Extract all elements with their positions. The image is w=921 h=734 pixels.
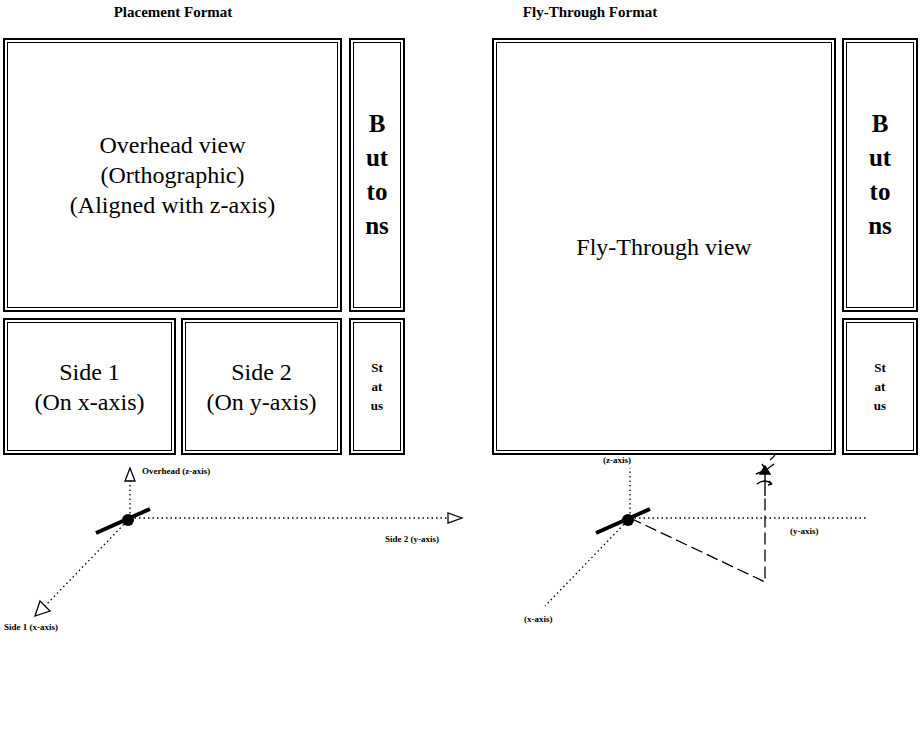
axis-label: Overhead (z-axis)	[142, 466, 210, 476]
side-panel: Status	[842, 318, 918, 455]
panel-label: Buttons	[365, 107, 390, 243]
axis-label: (z-axis)	[603, 455, 631, 465]
panel-label: Overhead view	[100, 130, 246, 160]
side-panel: Status	[349, 318, 405, 455]
panel-label: Buttons	[868, 107, 893, 243]
panel-label: Side 1	[59, 357, 120, 387]
flythrough-axes	[545, 468, 868, 606]
panel-label: Status	[371, 358, 384, 415]
panel-label: (On x-axis)	[35, 387, 145, 417]
panel-label: (On y-axis)	[207, 387, 317, 417]
view-panel: Fly-Through view	[492, 38, 836, 455]
panel-label: Fly-Through view	[576, 232, 751, 262]
view-panel: Side 2(On y-axis)	[181, 318, 342, 455]
axis-label: Side 2 (y-axis)	[385, 534, 439, 544]
camera-symbol	[756, 448, 778, 496]
format-title: Fly-Through Format	[523, 4, 657, 21]
axis-label: (x-axis)	[524, 614, 553, 624]
cannon-symbol	[596, 509, 650, 533]
view-panel: Overhead view(Orthographic)(Aligned with…	[3, 38, 342, 312]
panel-label: (Orthographic)	[101, 160, 245, 190]
side-panel: Buttons	[349, 38, 405, 312]
axis-label: (y-axis)	[790, 526, 819, 536]
panel-label: (Aligned with z-axis)	[70, 190, 275, 220]
axis-label: Side 1 (x-axis)	[4, 622, 58, 632]
panel-label: Side 2	[231, 357, 292, 387]
placement-axes	[35, 468, 462, 616]
view-panel: Side 1(On x-axis)	[3, 318, 176, 455]
format-title: Placement Format	[114, 4, 233, 21]
panel-label: Status	[874, 358, 887, 415]
cannon-symbol	[96, 509, 150, 533]
side-panel: Buttons	[842, 38, 918, 312]
